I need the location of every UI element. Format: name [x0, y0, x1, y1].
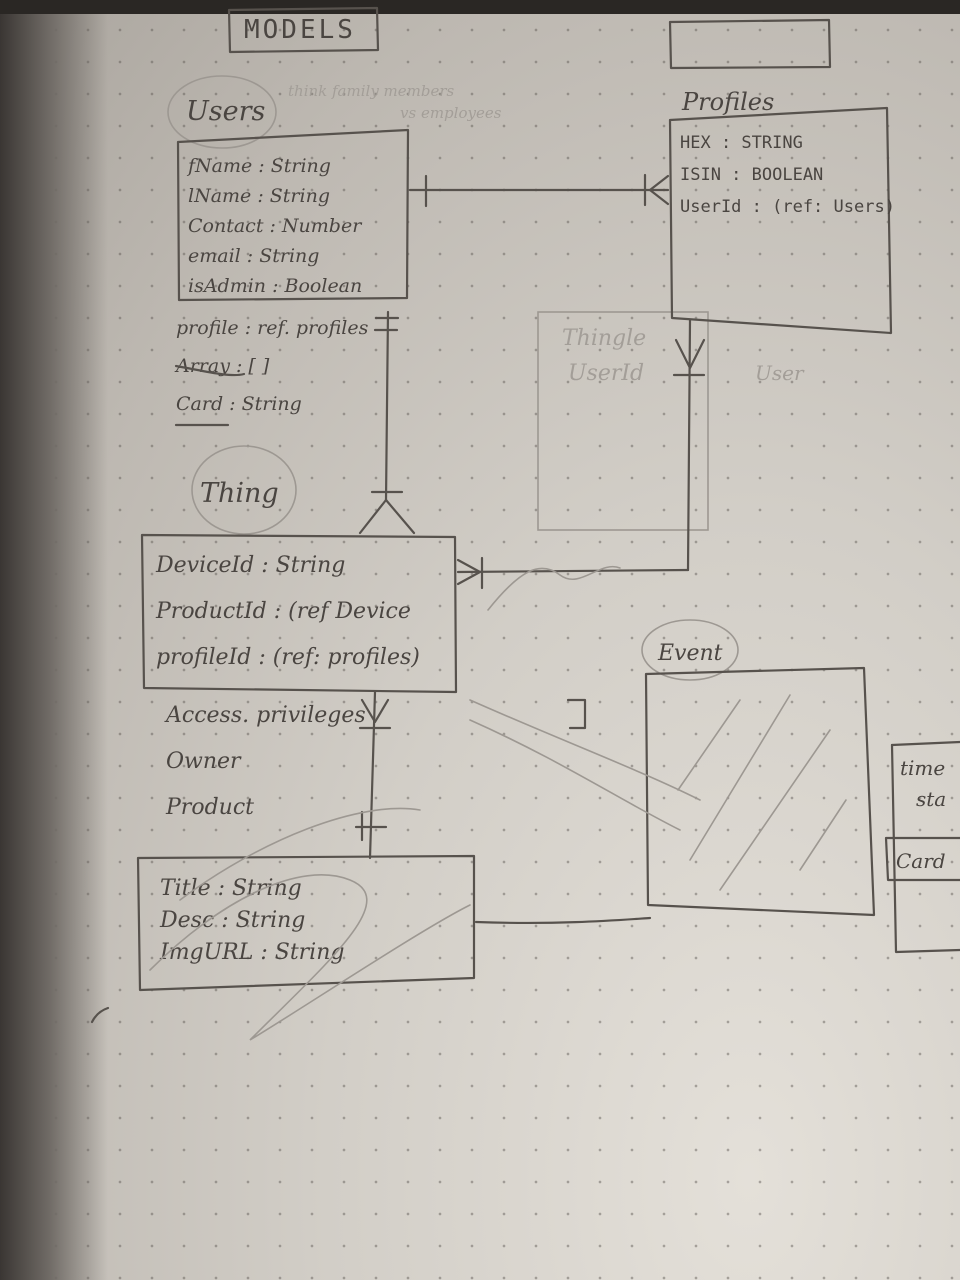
profiles-field: HEX : STRING — [680, 133, 803, 153]
erased-ref-label: User — [755, 361, 805, 385]
thing-field: DeviceId : String — [155, 553, 345, 578]
scribbles — [90, 699, 701, 1041]
users-field: fName : String — [186, 155, 331, 177]
thing-field: ProductId : (ref Device — [155, 599, 411, 624]
event-entity-name: Event — [657, 641, 723, 666]
profiles-field: ISIN : BOOLEAN — [680, 165, 823, 185]
users-note-line2: vs employees — [400, 104, 502, 122]
users-entity: Users think family members vs employees … — [167, 75, 502, 427]
users-profiles-relation — [408, 173, 670, 208]
profiles-entity: Profiles HEX : STRING ISIN : BOOLEAN UserI… — [668, 88, 895, 335]
models-title-box: MODELS — [227, 6, 380, 54]
thing-product-relation — [354, 690, 392, 860]
users-field: Contact : Number — [188, 215, 363, 237]
empty-box — [668, 18, 832, 70]
profiles-field: UserId : (ref: Users) — [680, 197, 895, 217]
users-entity-name: Users — [186, 96, 265, 127]
side-box-partial: time sta Card — [884, 740, 960, 954]
users-extra: Card : String — [176, 393, 302, 415]
profiles-entity-name: Profiles — [681, 88, 774, 116]
profiles-field-list: HEX : STRING ISIN : BOOLEAN UserId : (ref:… — [680, 133, 895, 217]
models-title: MODELS — [244, 15, 356, 45]
profiles-thing-relation — [456, 318, 706, 611]
thing-extra: Access. privileges — [164, 703, 366, 728]
thing-extra: Product — [165, 795, 254, 820]
side-box-line2: sta — [916, 787, 946, 811]
product-field: ImgURL : String — [159, 940, 344, 965]
side-box-card: Card — [896, 849, 946, 873]
page-edge-shadow — [0, 0, 108, 1280]
erased-thingle-label: Thingle — [562, 326, 646, 351]
users-note-line1: think family members — [288, 82, 455, 100]
side-box-line1: time — [900, 756, 945, 780]
users-thing-relation — [358, 310, 416, 535]
users-field: isAdmin : Boolean — [188, 275, 362, 297]
erased-thingle-box: Thingle UserId User — [537, 311, 805, 531]
thing-extra: Owner — [166, 749, 242, 774]
event-entity: Event — [566, 619, 876, 917]
erased-userid-label: UserId — [568, 361, 644, 386]
users-field: email : String — [188, 245, 319, 267]
users-extra: Array : [ ] — [174, 355, 270, 377]
thing-entity-name: Thing — [200, 478, 279, 509]
users-field: lName : String — [188, 185, 330, 207]
product-field: Title : String — [160, 876, 302, 901]
product-field: Desc : String — [159, 908, 305, 933]
thing-field: profileId : (ref: profiles) — [156, 645, 420, 670]
users-extra: profile : ref. profiles — [176, 317, 369, 339]
